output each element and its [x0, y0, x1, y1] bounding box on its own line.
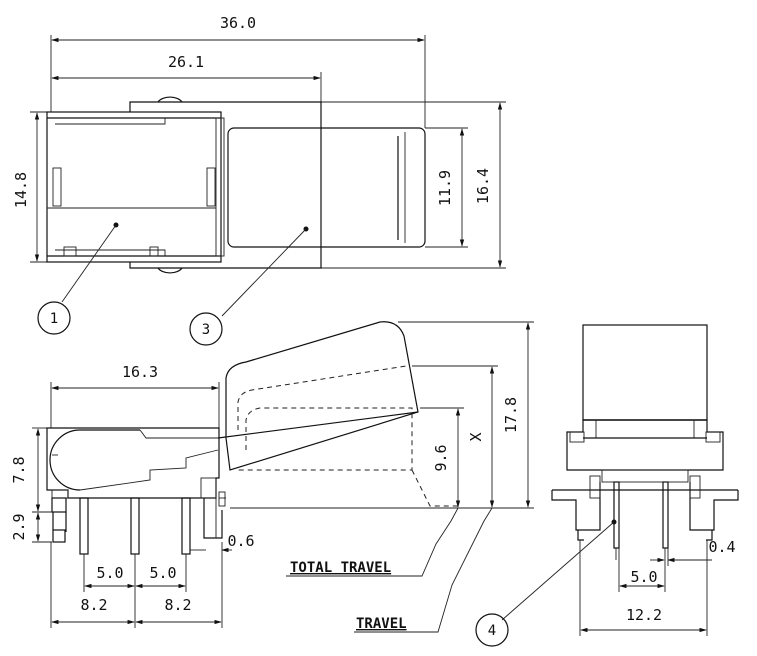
- callout-3: 3: [202, 322, 210, 338]
- dim-pin-pitch: 5.0: [630, 568, 657, 586]
- dim-side-height: 7.8: [10, 456, 28, 483]
- dim-travel-height: 9.6: [432, 444, 450, 471]
- dim-pitch-b: 5.0: [149, 564, 176, 582]
- dim-pin-width: 0.6: [227, 532, 254, 550]
- terminal-pins-end: [613, 481, 669, 592]
- actuator-cap-top: [227, 127, 426, 248]
- dim-body-height: 14.8: [12, 172, 30, 208]
- terminal-pins-side: [51, 497, 223, 555]
- callout-1: 1: [50, 311, 58, 327]
- dim-span-a: 8.2: [80, 596, 107, 614]
- switch-body-end: [551, 419, 739, 541]
- callout-circle-4: [475, 613, 509, 647]
- callout-4: 4: [488, 623, 496, 639]
- dim-pitch-a: 5.0: [96, 564, 123, 582]
- dim-x: X: [467, 432, 485, 441]
- top-view: 36.0 26.1 14.8 11.9 16.4: [12, 14, 506, 346]
- actuator-cap-side: [217, 321, 460, 507]
- dim-cap-top: 17.8: [502, 397, 520, 433]
- dim-body-length: 26.1: [168, 53, 204, 71]
- dim-overall-length: 36.0: [220, 14, 256, 32]
- side-view: 16.3 7.8 2.9 17.8 X 9.6: [10, 321, 534, 633]
- dim-span-b: 8.2: [164, 596, 191, 614]
- dim-pin-length: 2.9: [10, 513, 28, 540]
- travel-label: TRAVEL: [356, 616, 407, 632]
- end-view: 5.0 12.2 0.4 4: [475, 324, 739, 647]
- callout-circle-3: [189, 312, 223, 346]
- leader-travel: [354, 507, 493, 633]
- leader-total-travel: [286, 507, 459, 577]
- switch-body-side: [46, 427, 226, 507]
- dim-overall-height: 16.4: [474, 168, 492, 204]
- dim-side-length: 16.3: [122, 363, 158, 381]
- dim-pin-thickness: 0.4: [708, 538, 735, 556]
- total-travel-label: TOTAL TRAVEL: [290, 560, 391, 576]
- callout-circle-1: [37, 301, 71, 335]
- dim-cap-height: 11.9: [436, 170, 454, 206]
- switch-body-top: [46, 96, 322, 274]
- actuator-cap-end: [582, 324, 708, 421]
- dim-end-width: 12.2: [626, 606, 662, 624]
